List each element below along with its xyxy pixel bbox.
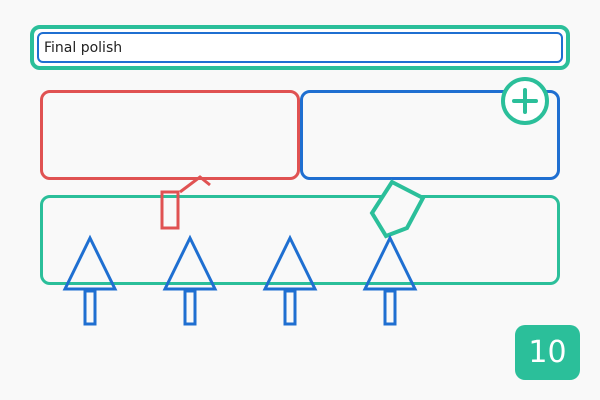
panel-bottom[interactable]: [40, 195, 560, 285]
up-arrow-icon: [262, 234, 318, 291]
up-arrow-icon: [162, 234, 218, 291]
count-badge-value: 10: [528, 335, 567, 370]
up-arrow-stem: [383, 289, 397, 326]
up-arrow-4[interactable]: [362, 234, 418, 326]
up-arrow-icon: [362, 234, 418, 291]
up-arrow-stem: [183, 289, 197, 326]
title-input-frame: Final polish: [30, 25, 570, 70]
up-arrow-3[interactable]: [262, 234, 318, 326]
panel-left[interactable]: [40, 90, 300, 180]
add-button[interactable]: [501, 77, 549, 125]
up-arrow-stem: [283, 289, 297, 326]
up-arrow-1[interactable]: [62, 234, 118, 326]
title-input[interactable]: Final polish: [37, 32, 563, 63]
up-arrow-icon: [62, 234, 118, 291]
up-arrow-2[interactable]: [162, 234, 218, 326]
count-badge: 10: [515, 325, 580, 380]
up-arrow-stem: [83, 289, 97, 326]
